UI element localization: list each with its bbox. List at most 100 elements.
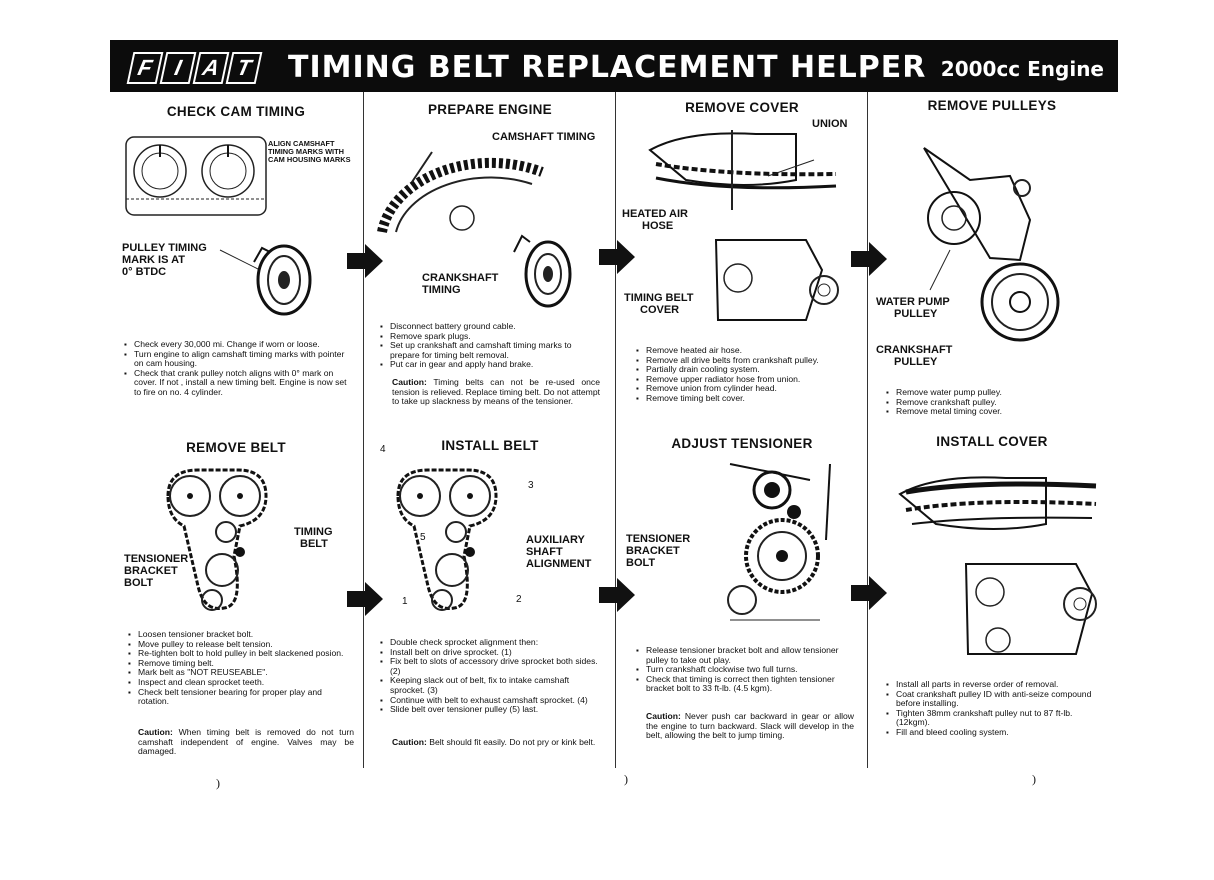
label-line: CRANKSHAFT <box>876 344 953 356</box>
list-item: Check every 30,000 mi. Change if worn or… <box>124 339 348 350</box>
install-cover-illustration <box>898 476 1097 655</box>
caution-text: Never push car backward in gear or allow… <box>646 711 854 741</box>
label-line: ALIGNMENT <box>526 558 592 570</box>
label-line: BOLT <box>124 577 154 589</box>
engine-subtitle: 2000cc Engine <box>940 57 1104 81</box>
belt-install-illustration <box>396 468 498 611</box>
label-line: HEATED AIR <box>622 208 688 220</box>
label-align-camshaft: ALIGN CAMSHAFT TIMING MARKS WITH CAM HOU… <box>268 139 351 164</box>
caution-text: When timing belt is removed do not turn … <box>138 727 354 757</box>
list-item: Check belt tensioner bearing for proper … <box>128 687 354 707</box>
label-line: TIMING <box>422 284 461 296</box>
label-line: BOLT <box>626 557 656 569</box>
list-item: Remove timing belt cover. <box>636 393 854 404</box>
remove-pulleys-steps: Remove water pump pulley. Remove cranksh… <box>886 387 1096 417</box>
list-item: Move pulley to release belt tension. <box>128 639 354 650</box>
list-item: Mark belt as "NOT REUSEABLE". <box>128 668 354 678</box>
list-item: Remove water pump pulley. <box>886 387 1096 398</box>
check-cam-steps: Check every 30,000 mi. Change if worn or… <box>124 339 348 398</box>
margin-mark: ) <box>1032 772 1036 786</box>
list-item: Remove all drive belts from crankshaft p… <box>636 355 854 366</box>
list-item: Install belt on drive sprocket. (1) <box>380 647 602 658</box>
label-crankshaft-pulley: CRANKSHAFT PULLEY <box>876 344 952 368</box>
list-item: Inspect and clean sprocket teeth. <box>128 677 354 688</box>
label-timing-belt: TIMING BELT <box>294 526 333 550</box>
label-timing-belt-cover: TIMING BELT COVER <box>624 292 693 316</box>
label-line: TIMING <box>294 526 333 538</box>
list-item: Slide belt over tensioner pulley (5) las… <box>380 705 602 715</box>
list-item: Put car in gear and apply hand brake. <box>380 360 602 370</box>
list-item: Double check sprocket alignment then: <box>380 637 602 648</box>
margin-mark: ) <box>624 772 628 786</box>
list-item: Turn crankshaft clockwise two full turns… <box>636 665 854 675</box>
page-title: TIMING BELT REPLACEMENT HELPER <box>288 50 927 85</box>
label-line: BELT <box>300 538 328 550</box>
label-line: TIMING BELT <box>624 292 694 304</box>
camshaft-gear-illustration <box>377 151 544 234</box>
crank-pulley-illustration <box>219 244 312 316</box>
list-item: Turn engine to align camshaft timing mar… <box>124 349 348 369</box>
label-line: AUXILIARY <box>526 534 585 546</box>
pulleys-illustration <box>923 147 1060 342</box>
list-item: Loosen tensioner bracket bolt. <box>128 629 354 640</box>
margin-mark: ) <box>216 776 220 790</box>
install-belt-steps: Double check sprocket alignment then: In… <box>380 637 602 715</box>
heading-install-cover: INSTALL COVER <box>936 434 1048 449</box>
list-item: Remove upper radiator hose from union. <box>636 374 854 385</box>
timing-cover-illustration <box>648 130 839 321</box>
list-item: Fix belt to slots of accessory drive spr… <box>380 656 602 676</box>
heading-adjust-tensioner: ADJUST TENSIONER <box>671 436 813 451</box>
remove-cover-steps: Remove heated air hose. Remove all drive… <box>636 345 854 404</box>
caution-label: Caution: <box>392 737 427 747</box>
label-camshaft-timing: CAMSHAFT TIMING <box>492 131 596 143</box>
timing-belt-sheet: F I A T TIMING BELT REPLACEMENT HELPER 2… <box>110 40 1118 768</box>
list-item: Remove timing belt. <box>128 658 354 669</box>
label-heated-air-hose: HEATED AIR HOSE <box>622 208 688 232</box>
list-item: Continue with belt to exhaust camshaft s… <box>380 695 602 706</box>
adjust-tensioner-steps: Release tensioner bracket bolt and allow… <box>636 645 854 694</box>
label-line: TENSIONER <box>626 533 691 545</box>
install-belt-caution: Caution: Belt should fit easily. Do not … <box>392 737 602 748</box>
caution-text: Timing belts can not be re-used once ten… <box>392 377 600 407</box>
list-item: Coat crankshaft pulley ID with anti-seiz… <box>886 689 1100 709</box>
label-crankshaft-timing: CRANKSHAFT TIMING <box>422 272 498 296</box>
label-line: PULLEY TIMING <box>122 242 207 254</box>
logo-letter: A <box>192 52 230 84</box>
label-line: BRACKET <box>626 545 680 557</box>
arrow-right-icon <box>599 240 635 274</box>
list-item: Remove spark plugs. <box>380 331 602 342</box>
heading-prepare-engine: PREPARE ENGINE <box>428 102 552 117</box>
label-line: MARK IS AT <box>122 254 185 266</box>
caution-label: Caution: <box>392 377 427 387</box>
callout-1: 1 <box>402 596 408 607</box>
adjust-caution: Caution: Never push car backward in gear… <box>646 711 854 741</box>
heading-remove-cover: REMOVE COVER <box>685 100 799 115</box>
list-item: Remove crankshaft pulley. <box>886 397 1096 408</box>
prepare-engine-steps: Disconnect battery ground cable. Remove … <box>380 321 602 370</box>
title-banner: F I A T TIMING BELT REPLACEMENT HELPER 2… <box>110 40 1118 92</box>
list-item: Tighten 38mm crankshaft pulley nut to 87… <box>886 708 1100 728</box>
list-item: Remove metal timing cover. <box>886 407 1096 417</box>
label-line: PULLEY <box>894 356 938 368</box>
callout-2: 2 <box>516 594 522 605</box>
belt-removal-illustration <box>166 468 268 611</box>
tensioner-illustration <box>727 463 831 621</box>
arrow-right-icon <box>851 576 887 610</box>
label-tensioner-bracket-bolt-adjust: TENSIONER BRACKET BOLT <box>626 533 690 569</box>
label-union: UNION <box>812 118 848 130</box>
caution-text: Belt should fit easily. Do not pry or ki… <box>429 737 596 747</box>
callout-3: 3 <box>528 480 534 491</box>
caution-label: Caution: <box>646 711 681 721</box>
label-auxiliary-shaft-alignment: AUXILIARY SHAFT ALIGNMENT <box>526 534 591 570</box>
column-divider <box>363 92 364 768</box>
logo-letter: I <box>159 52 197 84</box>
remove-belt-steps: Loosen tensioner bracket bolt. Move pull… <box>128 629 354 707</box>
list-item: Disconnect battery ground cable. <box>380 321 602 332</box>
column-divider <box>867 92 868 768</box>
label-line: 0° BTDC <box>122 266 167 278</box>
label-pulley-timing: PULLEY TIMING MARK IS AT 0° BTDC <box>122 242 207 278</box>
install-cover-steps: Install all parts in reverse order of re… <box>886 679 1100 738</box>
label-tensioner-bracket-bolt: TENSIONER BRACKET BOLT <box>124 553 188 589</box>
callout-4: 4 <box>380 444 386 455</box>
fiat-logo: F I A T <box>126 52 263 84</box>
